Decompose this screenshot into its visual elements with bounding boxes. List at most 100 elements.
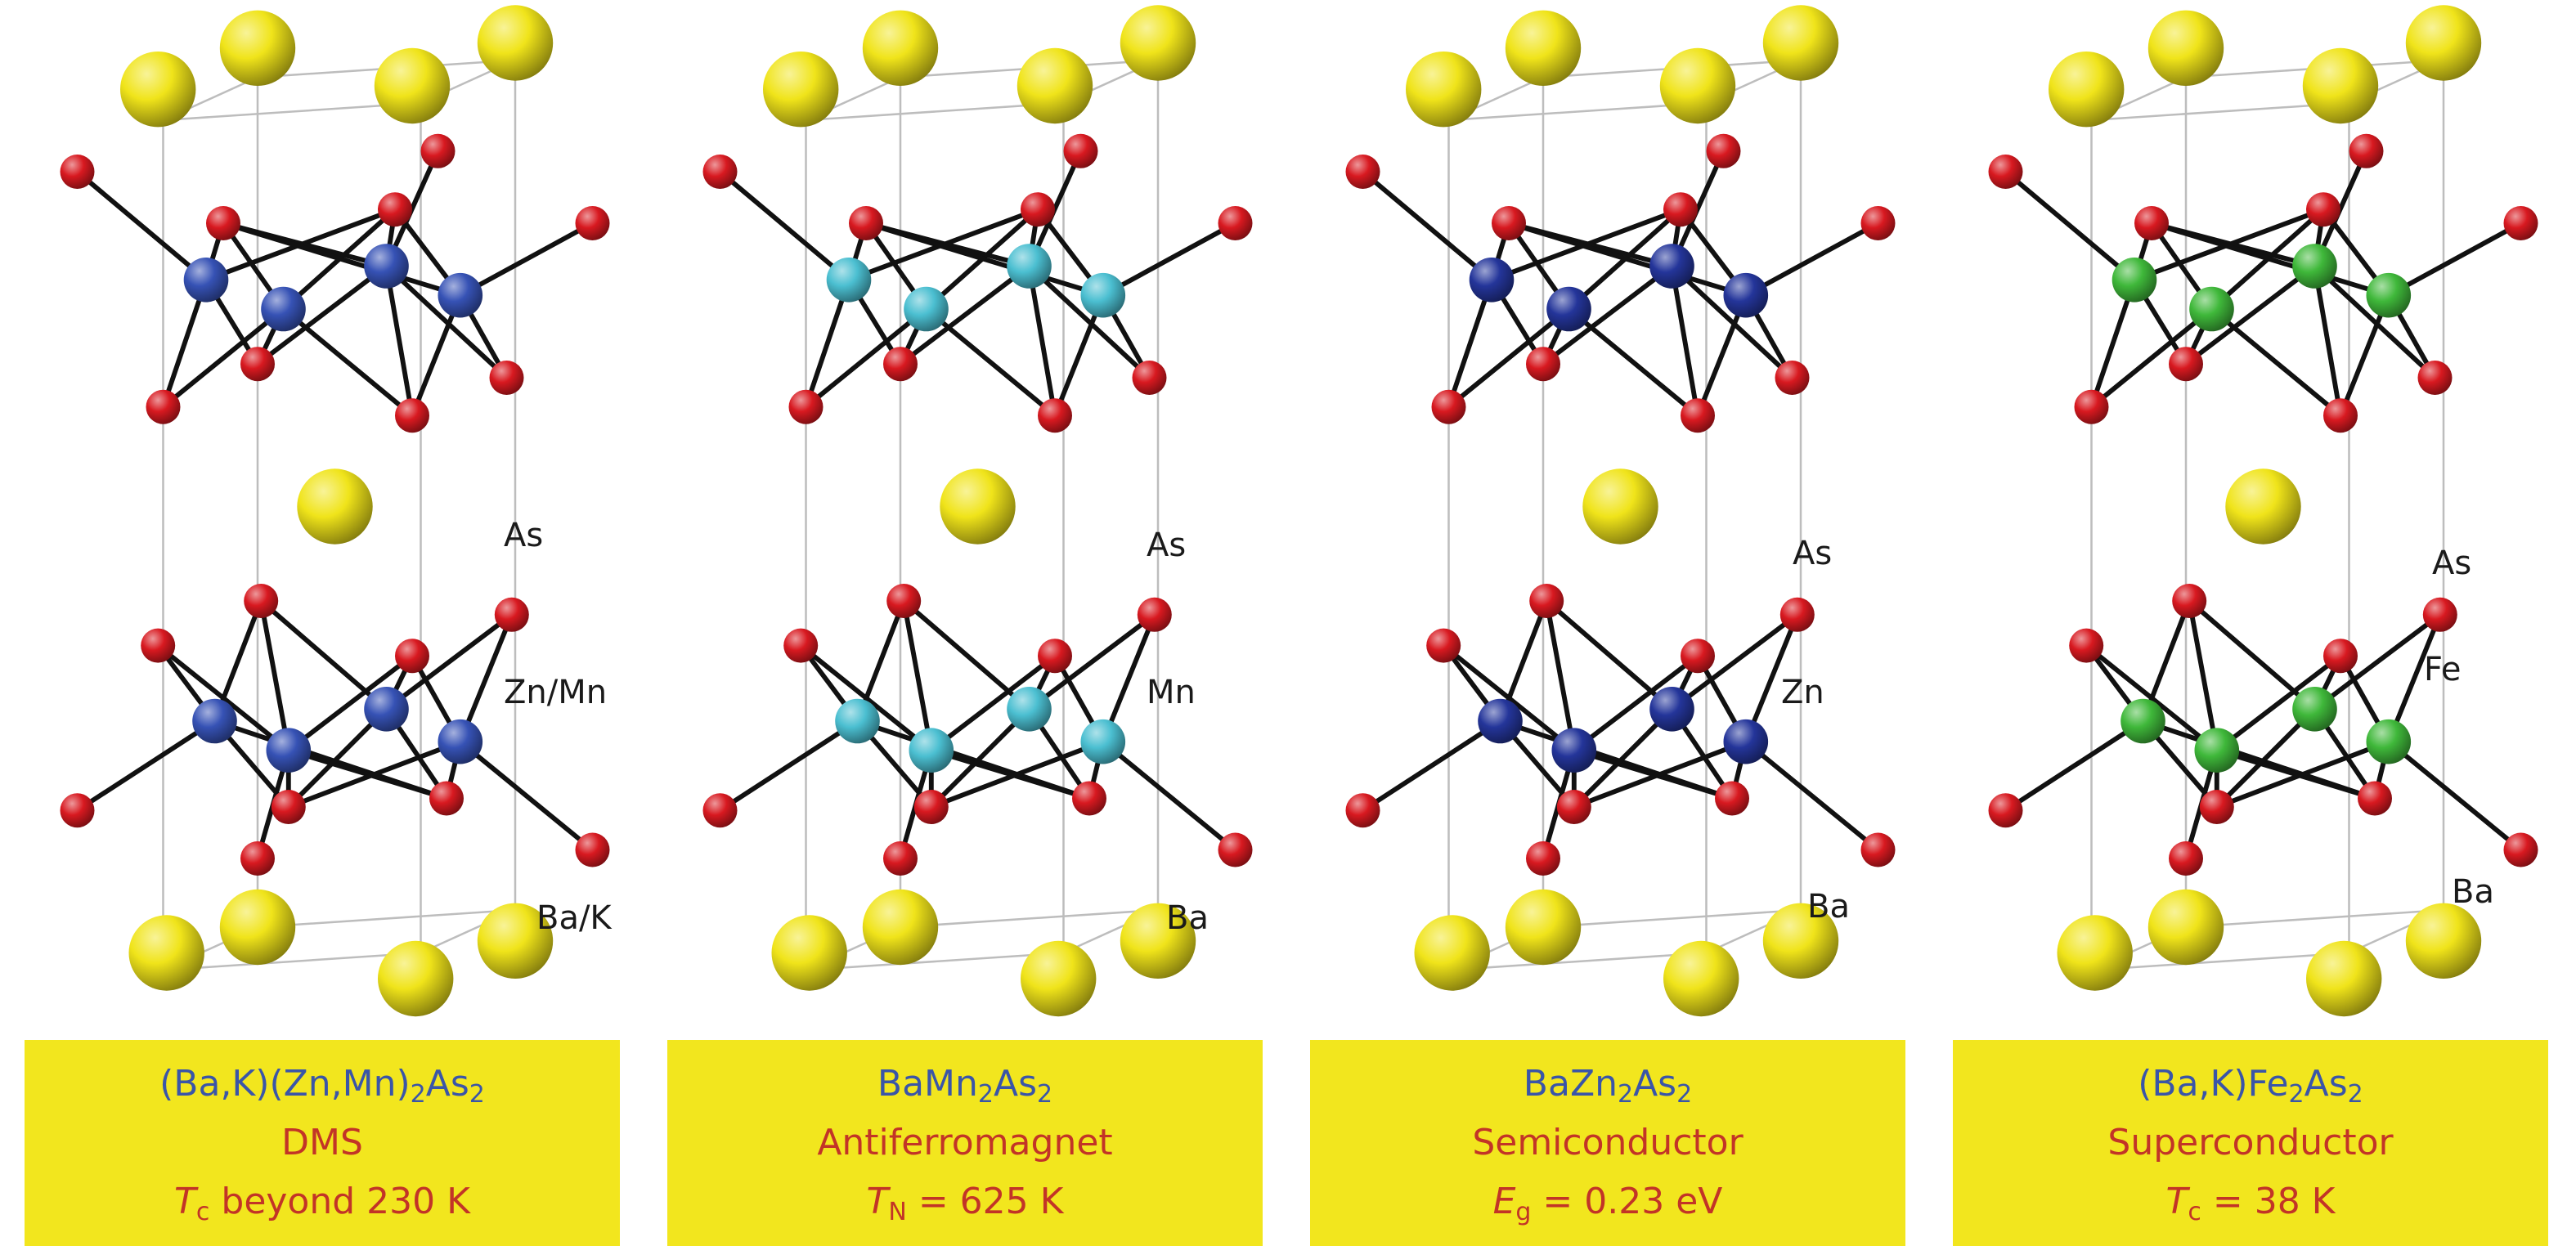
as-atom bbox=[575, 205, 610, 240]
bond bbox=[864, 221, 1106, 298]
structures-svg: As Zn/Mn Ba/K As Mn Ba As Zn Ba As Fe Ba bbox=[60, 5, 2538, 1017]
as-atom bbox=[244, 583, 279, 618]
metal-atom bbox=[438, 272, 483, 318]
caption-property: Tc beyond 230 K bbox=[174, 1181, 470, 1226]
as-atom bbox=[1988, 154, 2023, 189]
bond bbox=[1571, 706, 1675, 809]
as-atom bbox=[1860, 205, 1896, 240]
as-atom bbox=[205, 205, 240, 240]
bond bbox=[2214, 747, 2377, 801]
bond bbox=[1566, 307, 1700, 419]
as-atom bbox=[2199, 789, 2234, 824]
as-atom bbox=[240, 347, 275, 382]
label-metal: Zn bbox=[1781, 674, 1824, 711]
as-atom bbox=[377, 192, 412, 227]
as-atom bbox=[1681, 639, 1715, 674]
as-atom bbox=[2134, 205, 2169, 240]
as-atom bbox=[394, 398, 429, 433]
ba-atom bbox=[2302, 47, 2379, 124]
bond bbox=[1506, 221, 1748, 298]
bond bbox=[285, 706, 389, 809]
unit-cell-edge bbox=[2091, 952, 2349, 971]
metal-atom bbox=[2112, 258, 2157, 303]
bond bbox=[280, 307, 415, 419]
panel-semi: As Zn Ba bbox=[1345, 5, 1896, 1017]
label-as: As bbox=[1147, 527, 1186, 564]
ba-atom bbox=[763, 51, 839, 128]
ba-atom bbox=[2306, 940, 2382, 1017]
metal-atom bbox=[1478, 698, 1523, 744]
bond bbox=[901, 598, 934, 753]
bond bbox=[2214, 653, 2343, 753]
metal-atom bbox=[1469, 258, 1515, 303]
ba-atom bbox=[1582, 468, 1658, 545]
as-atom bbox=[2169, 347, 2203, 382]
as-atom bbox=[1779, 597, 1815, 632]
as-atom bbox=[2417, 360, 2453, 395]
bond bbox=[901, 598, 1032, 712]
ba-atom bbox=[2225, 468, 2301, 545]
caption-kind: Antiferromagnet bbox=[817, 1122, 1113, 1163]
metal-atom bbox=[2120, 698, 2165, 744]
bond bbox=[928, 706, 1032, 809]
label-ba: Ba bbox=[2452, 873, 2494, 911]
ba-atom bbox=[477, 5, 554, 81]
bond bbox=[2385, 612, 2443, 745]
metal-atom bbox=[438, 719, 483, 764]
as-atom bbox=[1137, 597, 1172, 632]
metal-atom bbox=[2366, 719, 2412, 764]
label-metal: Fe bbox=[2424, 651, 2461, 688]
as-atom bbox=[394, 639, 429, 674]
as-atom bbox=[1072, 781, 1106, 816]
as-atom bbox=[783, 628, 819, 663]
ba-atom bbox=[2147, 889, 2224, 966]
ba-atom bbox=[862, 10, 939, 86]
caption-kind: DMS bbox=[281, 1122, 363, 1163]
bond bbox=[717, 169, 851, 283]
as-atom bbox=[1021, 192, 1055, 227]
bond bbox=[1026, 263, 1057, 419]
bond bbox=[258, 598, 389, 712]
bond bbox=[923, 307, 1057, 419]
bond bbox=[1441, 643, 1577, 753]
as-atom bbox=[1715, 781, 1749, 816]
as-atom bbox=[2503, 832, 2538, 867]
ba-atom bbox=[1505, 889, 1582, 966]
as-atom bbox=[1132, 360, 1167, 395]
bond bbox=[2003, 719, 2146, 814]
unit-cell-edge bbox=[900, 908, 1159, 929]
bond bbox=[1544, 598, 1577, 753]
as-atom bbox=[1431, 389, 1466, 424]
metal-atom bbox=[826, 258, 872, 303]
caption-formula: BaZn2As2 bbox=[1523, 1063, 1693, 1109]
bond bbox=[928, 747, 1092, 801]
as-atom bbox=[429, 781, 464, 816]
bond bbox=[2089, 307, 2215, 410]
metal-atom bbox=[1080, 719, 1126, 764]
bond bbox=[74, 169, 209, 283]
as-atom bbox=[2306, 192, 2340, 227]
ba-atom bbox=[1762, 903, 1839, 979]
bond bbox=[1446, 277, 1494, 410]
metal-atom bbox=[1649, 686, 1694, 732]
bond bbox=[457, 739, 595, 853]
unit-cell-edge bbox=[806, 101, 1064, 122]
ba-atom bbox=[374, 47, 451, 124]
as-atom bbox=[1038, 398, 1072, 433]
ba-atom bbox=[1505, 10, 1582, 86]
as-atom bbox=[2349, 133, 2384, 168]
bond bbox=[1743, 221, 1881, 298]
label-metal: Mn bbox=[1147, 674, 1196, 711]
bond bbox=[928, 739, 1106, 809]
ba-atom bbox=[219, 889, 296, 966]
bond bbox=[457, 612, 514, 745]
bond bbox=[798, 643, 934, 753]
bond bbox=[2003, 169, 2137, 283]
caption-kind: Superconductor bbox=[2107, 1122, 2394, 1163]
bond bbox=[1743, 612, 1800, 745]
unit-cell-edge bbox=[2185, 908, 2444, 929]
metal-atom bbox=[192, 698, 237, 744]
ba-atom bbox=[2405, 5, 2482, 81]
unit-cell-edge bbox=[257, 908, 516, 929]
